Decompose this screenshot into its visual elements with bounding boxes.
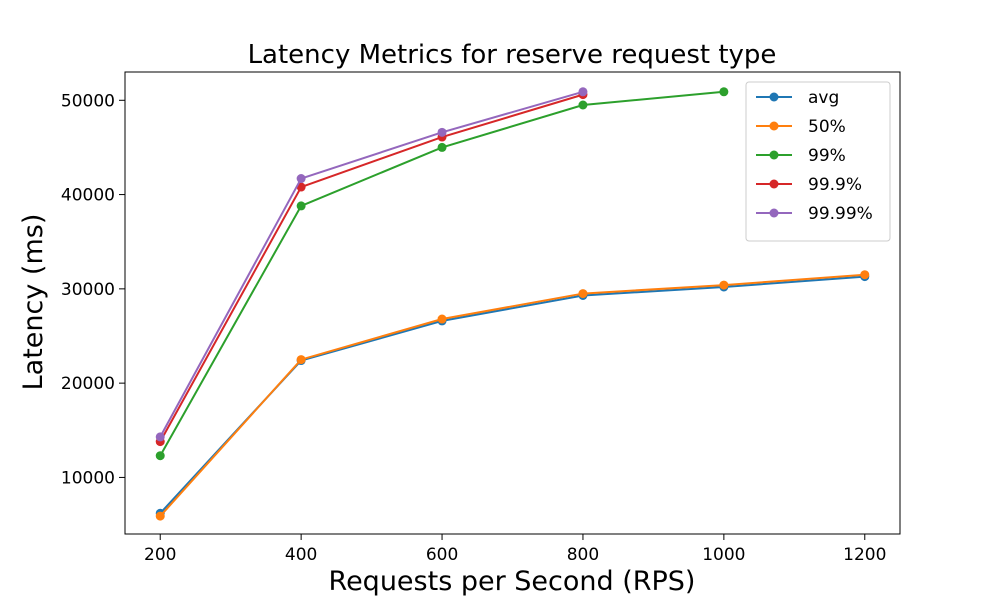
legend-swatch-marker [769,208,779,218]
series-3 [155,90,588,447]
x-tick-label: 400 [285,545,317,565]
axes-frame [124,71,901,535]
data-point [860,270,870,280]
data-point [578,100,588,110]
y-tick-label: 30000 [61,280,115,300]
x-tick-label: 200 [144,545,176,565]
series-line-1 [159,273,865,517]
legend-label: avg [808,88,839,108]
legend-label: 99.9% [808,175,862,195]
y-axis-label: Latency (ms) [18,214,49,391]
series-4 [155,87,588,442]
legend-entry: 99% [756,146,846,166]
x-tick-label: 1000 [702,545,745,565]
y-tick-label: 20000 [61,374,115,394]
data-point [155,451,165,461]
legend-label: 99% [808,146,846,166]
series-line-4 [159,90,584,438]
legend-entry: 99.99% [756,204,873,224]
series-0 [155,272,870,518]
data-point [155,511,165,521]
data-point [296,182,306,192]
legend-entry: avg [756,88,839,108]
y-tick-label: 10000 [61,468,115,488]
legend-entry: 99.9% [756,175,862,195]
legend-swatch-marker [769,179,779,189]
x-tick-label: 1200 [843,545,886,565]
legend: avg 50% 99% 99.9% 99.99% [745,81,891,242]
x-tick-label: 600 [426,545,458,565]
data-point [437,142,447,152]
x-axis-label: Requests per Second (RPS) [329,566,696,597]
y-tick-label: 40000 [61,186,115,206]
data-point [578,87,588,97]
series-line-0 [159,275,865,514]
data-point [719,87,729,97]
legend-box [745,81,891,242]
data-point [719,280,729,290]
data-point [296,355,306,365]
legend-swatch-marker [769,92,779,102]
legend-swatch-marker [769,150,779,160]
data-point [296,174,306,184]
data-point [437,127,447,137]
data-point [296,201,306,211]
data-point [578,289,588,299]
data-point [437,314,447,324]
series-line-3 [159,93,584,443]
series-2 [155,87,729,461]
chart-title: Latency Metrics for reserve request type [248,40,777,70]
legend-swatch-marker [769,121,779,131]
x-tick-label: 800 [567,545,599,565]
data-point [155,432,165,442]
legend-label: 50% [808,117,846,137]
plot-area: 200 400 600 800 1000 1200 10000 20000 30000 40000… [61,71,901,565]
legend-entry: 50% [756,117,846,137]
series-1 [155,270,870,521]
y-tick-label: 50000 [61,91,115,111]
legend-label: 99.99% [808,204,873,224]
